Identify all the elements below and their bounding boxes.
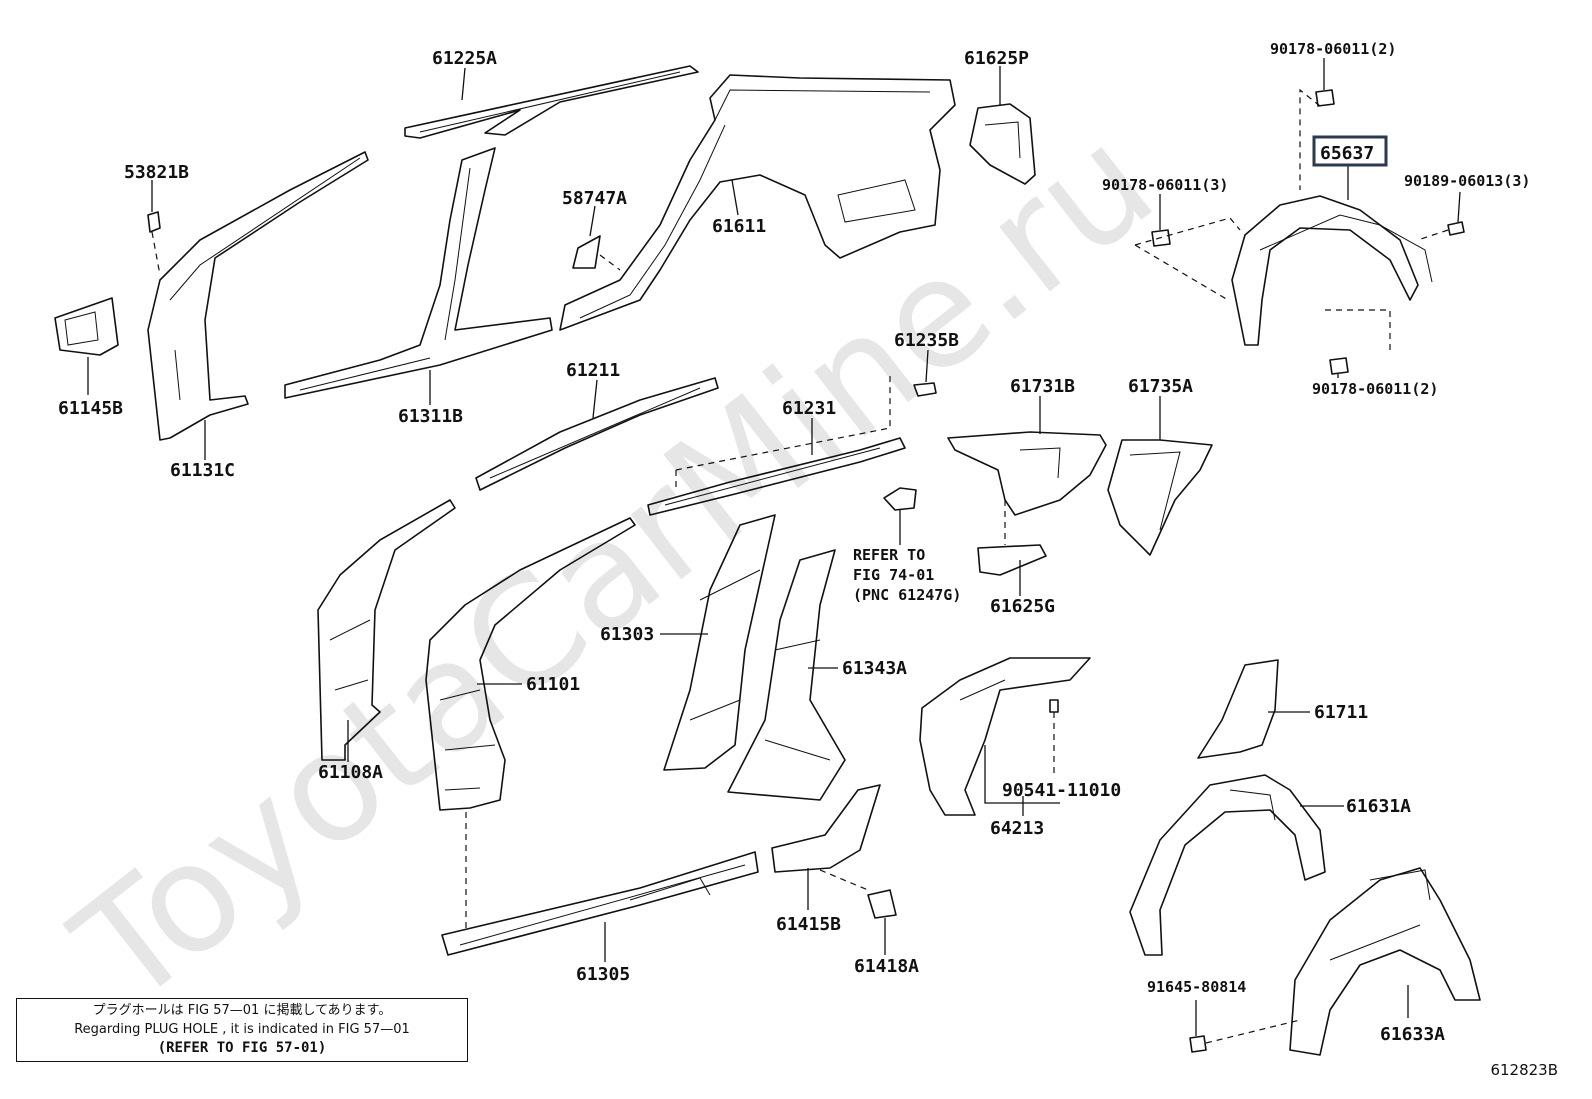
label-61711: 61711 [1314,702,1368,723]
watermark: ToyotaCarMine.ru [44,94,1185,1038]
part-61225A [404,65,699,139]
figure-number: 612823B [1490,1061,1558,1079]
label-61101: 61101 [526,674,580,695]
part-91645-80814 [1189,1035,1207,1053]
part-61625P [969,103,1036,185]
label-61633A: 61633A [1380,1024,1445,1045]
label-61131C: 61131C [170,460,235,481]
part-61235B [913,382,937,397]
plug-hole-note: プラグホールは FIG 57—01 に掲載してあります。 Regarding P… [16,998,468,1062]
refer-note-line1: REFER TO [853,546,925,564]
part-61631A [1129,774,1326,956]
part-61711 [1197,659,1279,759]
label-53821B: 53821B [124,162,189,183]
nut-90178-06011-left [1151,229,1171,247]
label-61415B: 61415B [776,914,841,935]
label-61735A: 61735A [1128,376,1193,397]
note-line-refer: (REFER TO FIG 57-01) [157,1040,327,1056]
refer-note-line2: FIG 74-01 [853,566,934,584]
label-91645-80814: 91645-80814 [1147,978,1246,996]
part-61625G [977,544,1047,576]
nut-90178-06011-bottom [1329,357,1349,375]
label-61235B: 61235B [894,330,959,351]
part-64213 [919,657,1091,816]
label-61231: 61231 [782,398,836,419]
label-61611: 61611 [712,216,766,237]
part-61343A [727,549,846,801]
label-90178-06011-3: 90178-06011(3) [1102,176,1228,194]
label-61145B: 61145B [58,398,123,419]
part-61305 [441,851,759,956]
label-61211: 61211 [566,360,620,381]
part-61611 [559,74,956,331]
part-61108A [317,499,456,761]
label-90178-06011-2-top: 90178-06011(2) [1270,40,1396,58]
label-61311B: 61311B [398,406,463,427]
label-90189-06013-3: 90189-06013(3) [1404,172,1530,190]
label-65637: 65637 [1320,143,1374,164]
label-61343A: 61343A [842,658,907,679]
part-61415B [771,784,881,873]
label-61625G: 61625G [990,596,1055,617]
nut-90178-06011-top [1315,89,1335,107]
part-53821B [147,211,161,233]
part-61145B [54,297,119,356]
part-61303 [663,514,776,771]
part-61311B [284,147,553,399]
note-line-jp: プラグホールは FIG 57—01 に掲載してあります。 [92,1003,392,1018]
part-65637 [1231,195,1433,346]
label-61631A: 61631A [1346,796,1411,817]
label-58747A: 58747A [562,188,627,209]
part-58747A [572,235,601,269]
part-61731B [947,431,1107,516]
part-61247G-bracket [883,487,917,511]
screw-90189-06013 [1447,221,1465,236]
part-61735A [1107,439,1213,556]
label-64213: 64213 [990,818,1044,839]
part-61101 [425,517,636,811]
label-61731B: 61731B [1010,376,1075,397]
label-61108A: 61108A [318,762,383,783]
label-61625P: 61625P [964,48,1029,69]
part-61131C [147,151,369,441]
highlight-box-65637 [1312,135,1388,167]
part-90541-11010 [1049,699,1059,713]
label-61303: 61303 [600,624,654,645]
part-61211 [475,377,719,491]
refer-note-line3: (PNC 61247G) [853,586,961,604]
label-61418A: 61418A [854,956,919,977]
label-90178-06011-2-bottom: 90178-06011(2) [1312,380,1438,398]
part-61231 [647,437,906,516]
label-90541-11010: 90541-11010 [1002,780,1121,801]
label-61225A: 61225A [432,48,497,69]
note-line-en: Regarding PLUG HOLE , it is indicated in… [74,1022,410,1037]
part-61633A [1289,867,1481,1056]
part-61418A [867,889,897,919]
label-61305: 61305 [576,964,630,985]
